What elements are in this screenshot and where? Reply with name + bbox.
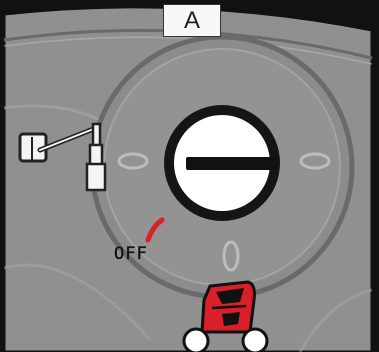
off-label: OFF [114,244,148,264]
key-slot [186,157,278,170]
ignition-key[interactable] [164,105,280,221]
panel-label: A [163,4,221,37]
